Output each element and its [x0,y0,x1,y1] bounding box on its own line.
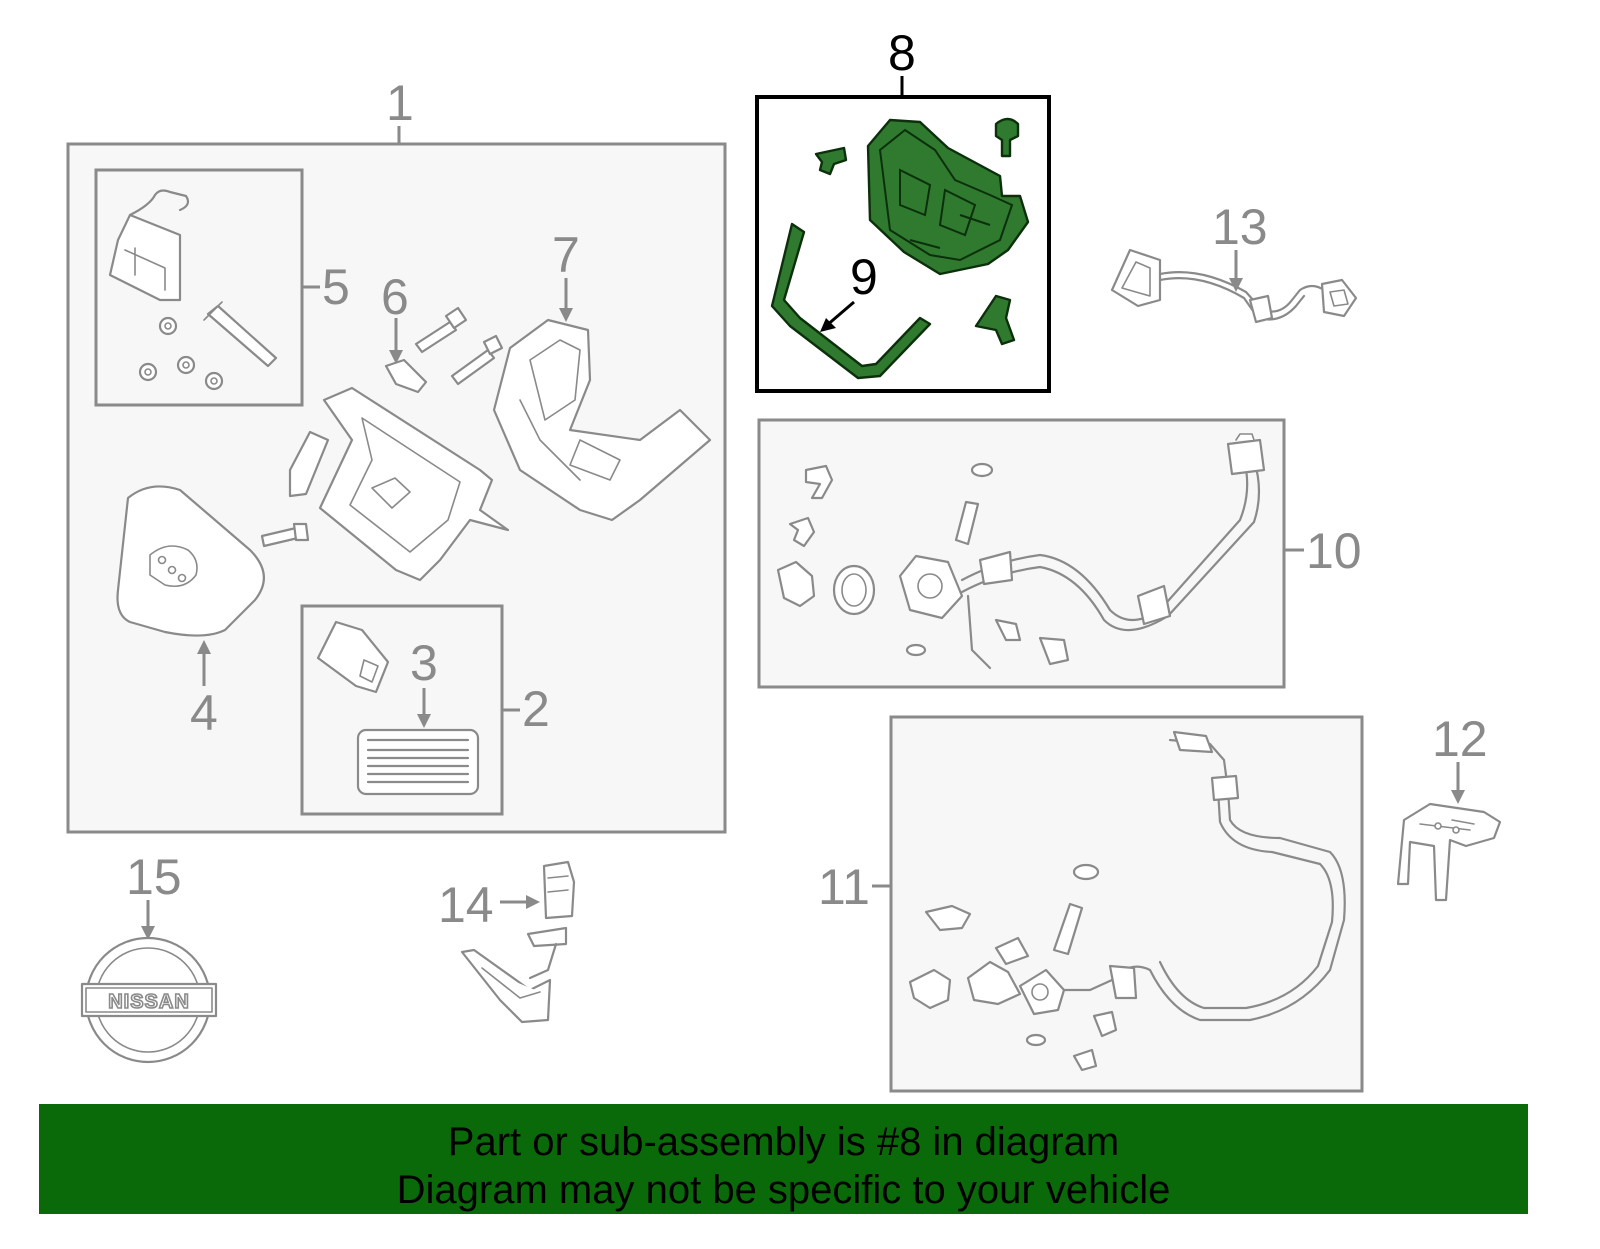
banner-line-1: Part or sub-assembly is #8 in diagram [447,1120,1120,1164]
part-12-bracket[interactable]: 12 [1396,711,1502,902]
callout-7[interactable]: 7 [552,227,580,283]
callout-12[interactable]: 12 [1432,711,1488,767]
part-3-label[interactable]: 3 [356,635,480,796]
part-2-mirror-cover[interactable] [316,620,390,694]
callout-1[interactable]: 1 [386,75,414,131]
emblem-wordmark: NISSAN [108,991,190,1013]
part-5-harness-connector[interactable] [108,189,278,391]
part-9-seal[interactable]: 9 [770,222,932,380]
callout-14[interactable]: 14 [438,877,494,933]
assembly-group-1: 1 5 6 [66,75,727,834]
callout-8[interactable]: 8 [888,25,916,81]
callout-10[interactable]: 10 [1306,523,1362,579]
callout-15[interactable]: 15 [126,849,182,905]
footer-banner: Part or sub-assembly is #8 in diagram Di… [39,1104,1528,1214]
part-mounting-bracket[interactable] [288,386,510,582]
banner-line-2: Diagram may not be specific to your vehi… [396,1168,1171,1212]
callout-9[interactable]: 9 [850,249,878,305]
callout-5[interactable]: 5 [322,259,350,315]
part-8-actuator-assembly[interactable] [814,117,1030,346]
callout-6[interactable]: 6 [381,269,409,325]
callout-2[interactable]: 2 [522,681,550,737]
assembly-box-11 [889,715,1364,1093]
assembly-box-10 [757,418,1286,689]
part-11-camera-harness[interactable] [908,730,1346,1072]
callout-4[interactable]: 4 [190,685,218,741]
part-6-bolts-clip[interactable]: 6 [260,269,504,548]
subassembly-box-5 [94,168,304,407]
callout-3[interactable]: 3 [410,635,438,691]
part-13-harness[interactable]: 13 [1110,199,1358,324]
part-4-mirror-glass[interactable]: 4 [116,485,265,741]
assembly-group-8: 8 9 [755,25,1051,393]
part-7-housing[interactable]: 7 [492,227,712,522]
part-14-bracket[interactable]: 14 [438,860,576,1024]
part-10-camera-harness[interactable] [776,433,1266,670]
part-15-emblem[interactable]: 15 NISSAN [80,849,218,1064]
callout-13[interactable]: 13 [1212,199,1268,255]
callout-11[interactable]: 11 [818,859,870,915]
assembly-group-10: 10 [757,418,1362,689]
assembly-group-11: 11 [818,715,1364,1093]
